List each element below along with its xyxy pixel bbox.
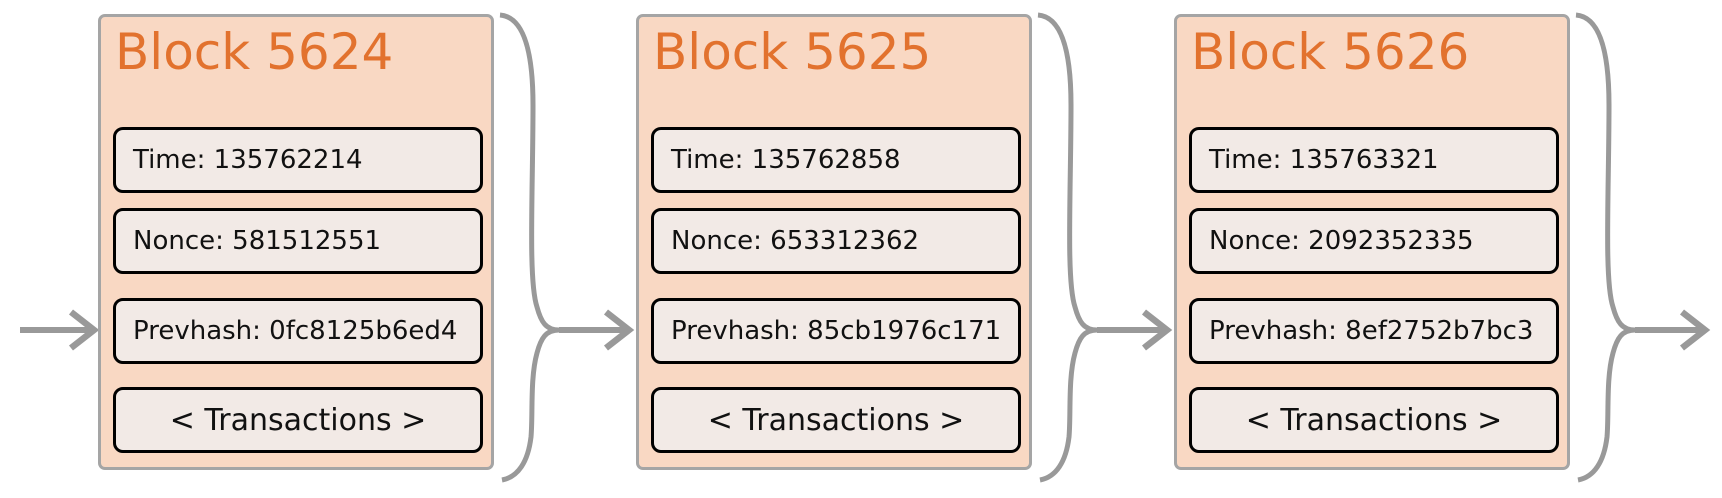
- block-card-5624: Block 5624 Time: 135762214 Nonce: 581512…: [98, 14, 494, 470]
- block-title: Block 5624: [115, 23, 394, 81]
- block-title: Block 5626: [1191, 23, 1470, 81]
- arrow-head-icon: [68, 309, 100, 351]
- prevhash-field: Prevhash: 8ef2752b7bc3: [1189, 298, 1559, 364]
- arrow-head-icon: [603, 309, 635, 351]
- time-field: Time: 135763321: [1189, 127, 1559, 193]
- arrow-head-icon: [1679, 309, 1711, 351]
- nonce-field: Nonce: 653312362: [651, 208, 1021, 274]
- transactions-button[interactable]: < Transactions >: [113, 387, 483, 453]
- prevhash-field: Prevhash: 0fc8125b6ed4: [113, 298, 483, 364]
- incoming-arrow: [20, 309, 100, 351]
- time-field: Time: 135762214: [113, 127, 483, 193]
- nonce-field: Nonce: 581512551: [113, 208, 483, 274]
- hash-link-connector-1: [499, 12, 635, 483]
- transactions-button[interactable]: < Transactions >: [1189, 387, 1559, 453]
- brace-curve-icon: [1575, 12, 1636, 483]
- block-card-5625: Block 5625 Time: 135762858 Nonce: 653312…: [636, 14, 1032, 470]
- brace-curve-icon: [1037, 12, 1098, 483]
- outgoing-connector: [1575, 12, 1711, 483]
- prevhash-field: Prevhash: 85cb1976c171: [651, 298, 1021, 364]
- nonce-field: Nonce: 2092352335: [1189, 208, 1559, 274]
- time-field: Time: 135762858: [651, 127, 1021, 193]
- brace-curve-icon: [499, 12, 560, 483]
- arrow-head-icon: [1141, 309, 1173, 351]
- transactions-button[interactable]: < Transactions >: [651, 387, 1021, 453]
- hash-link-connector-2: [1037, 12, 1173, 483]
- block-title: Block 5625: [653, 23, 932, 81]
- block-card-5626: Block 5626 Time: 135763321 Nonce: 209235…: [1174, 14, 1570, 470]
